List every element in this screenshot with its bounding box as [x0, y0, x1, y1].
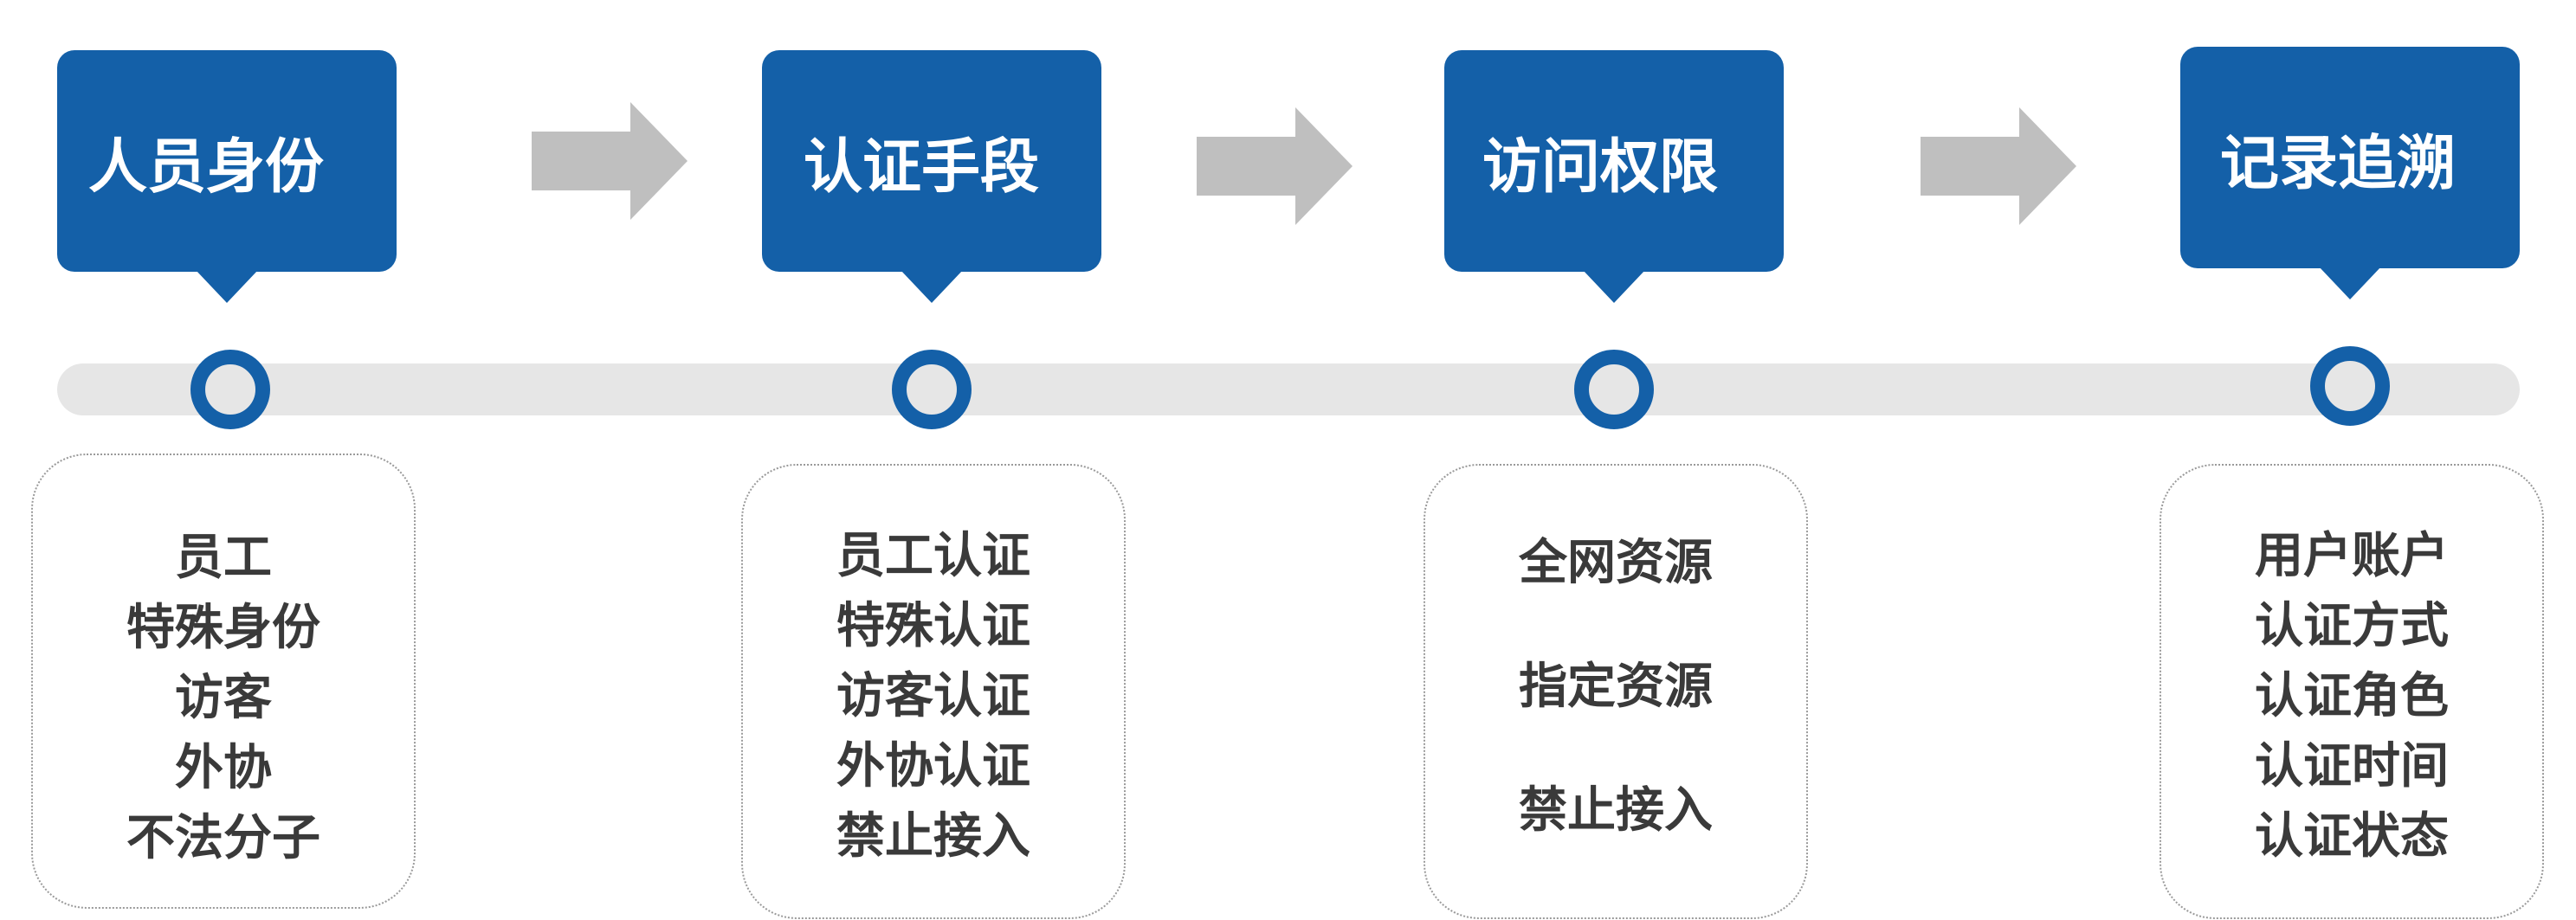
list-item: 不法分子 [126, 810, 320, 866]
stage-card-authentication: 员工认证 特殊认证 访客认证 外协认证 禁止接入 [741, 464, 1126, 919]
header-pointer [196, 270, 258, 303]
stage-title: 人员身份 [88, 132, 325, 202]
list-item: 禁止接入 [836, 808, 1030, 865]
list-item: 全网资源 [1519, 535, 1713, 591]
list-item: 用户账户 [2255, 528, 2449, 584]
header-pointer [901, 270, 963, 303]
list-item: 外协 [175, 740, 272, 796]
timeline-node [190, 350, 270, 429]
timeline-node [1574, 350, 1654, 429]
list-item: 认证方式 [2255, 598, 2449, 654]
list-item: 认证角色 [2255, 668, 2449, 724]
header-pointer [2319, 267, 2381, 299]
stage-card-access: 全网资源 指定资源 禁止接入 [1424, 464, 1808, 919]
stage-card-identity: 员工 特殊身份 访客 外协 不法分子 [31, 454, 416, 909]
list-item: 员工 [175, 530, 272, 586]
stage-title: 认证手段 [804, 132, 1040, 202]
list-item: 外协认证 [836, 738, 1030, 795]
stage-card-audit: 用户账户 认证方式 认证角色 认证时间 认证状态 [2160, 464, 2544, 919]
header-pointer [1583, 270, 1645, 303]
stage-header-audit: 记录追溯 [2180, 47, 2520, 299]
list-item: 特殊认证 [836, 598, 1030, 654]
list-item: 特殊身份 [126, 600, 320, 656]
arrow-right-icon [532, 102, 688, 220]
list-item: 禁止接入 [1519, 782, 1713, 839]
list-item: 访客认证 [836, 668, 1030, 724]
arrow-right-icon [1921, 107, 2076, 225]
stage-header-authentication: 认证手段 [762, 50, 1101, 303]
timeline-track [57, 363, 2520, 415]
arrow-right-icon [1197, 107, 1353, 225]
list-item: 认证时间 [2255, 738, 2449, 795]
list-item: 访客 [175, 670, 272, 726]
timeline-node [892, 350, 972, 429]
stage-title: 访问权限 [1482, 132, 1719, 202]
timeline-node [2310, 346, 2390, 426]
list-item: 认证状态 [2255, 808, 2449, 865]
list-item: 指定资源 [1519, 659, 1713, 715]
stage-header-access: 访问权限 [1444, 50, 1784, 303]
stage-title: 记录追溯 [2220, 129, 2457, 198]
stage-header-identity: 人员身份 [57, 50, 397, 303]
list-item: 员工认证 [836, 528, 1030, 584]
